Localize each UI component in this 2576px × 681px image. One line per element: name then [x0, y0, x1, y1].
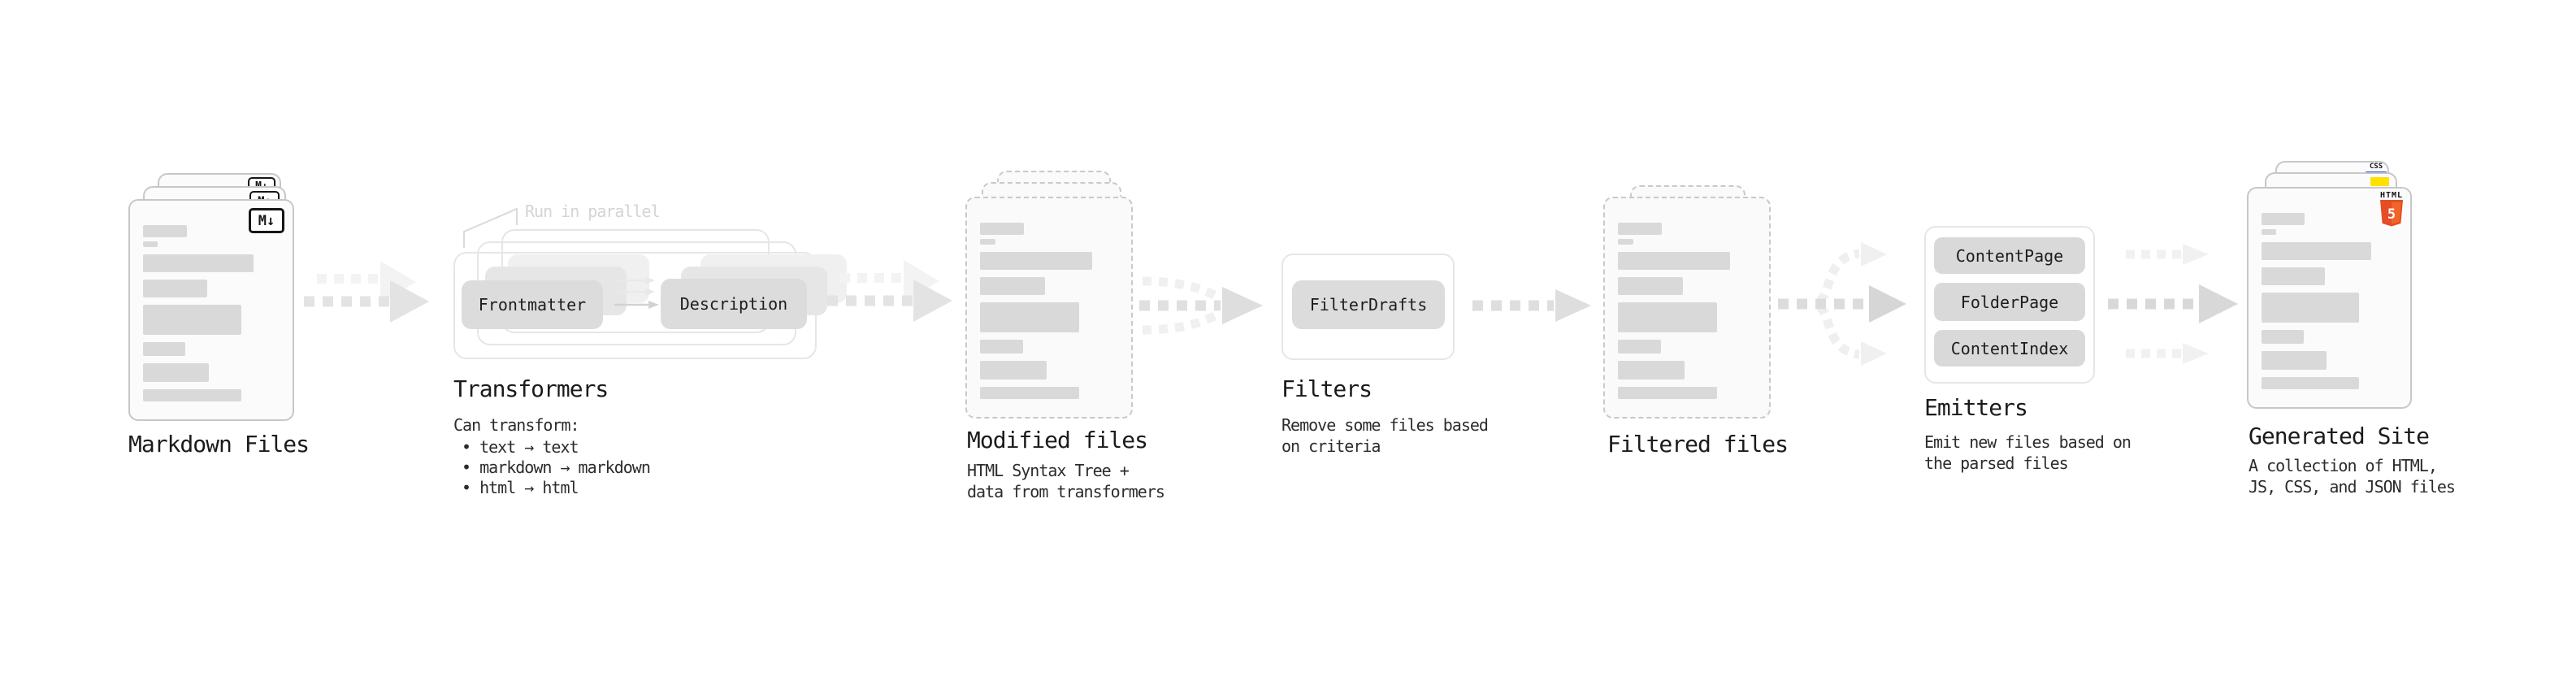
transform-types-list: • text → text • markdown → markdown • ht… [462, 437, 651, 498]
list-item: • markdown → markdown [462, 458, 651, 477]
filtered-doc-front [1603, 197, 1771, 419]
stage-label-emitters: Emitters [1924, 394, 2028, 421]
skeleton-line [143, 363, 209, 382]
html5-icon-label: HTML [2379, 191, 2404, 200]
stage-label-modified-files: Modified files [967, 427, 1148, 453]
stage-label-filters: Filters [1281, 375, 1373, 402]
folderpage-node: FolderPage [1934, 283, 2085, 321]
html5-shield: 5 [2380, 200, 2403, 227]
document-skeleton-lines [2262, 213, 2397, 389]
document-skeleton-lines [1618, 223, 1756, 399]
skeleton-line [143, 389, 241, 401]
skeleton-line [143, 254, 254, 272]
filterdrafts-node: FilterDrafts [1292, 280, 1445, 329]
skeleton-line [2262, 267, 2326, 285]
arrow-modified-to-filters [1139, 276, 1263, 335]
stage-generated-site: CSS HTML 5 Generated Site A collection o… [2247, 161, 2507, 510]
skeleton-line [980, 387, 1080, 399]
arrow-markdown-to-transformers [304, 261, 429, 323]
stage-label-transformers: Transformers [453, 375, 609, 402]
parallel-arrows-icon [614, 276, 659, 309]
skeleton-line [2262, 213, 2305, 225]
stage-label-filtered-files: Filtered files [1607, 431, 1789, 458]
skeleton-line [980, 277, 1045, 295]
skeleton-line [2262, 377, 2360, 389]
html5-icon: HTML 5 [2375, 191, 2408, 231]
arrow-emitters-to-generated [2108, 244, 2238, 364]
transformers-description: Can transform: [453, 415, 580, 436]
skeleton-line [1618, 277, 1683, 295]
skeleton-line [143, 305, 241, 335]
generated-site-description: A collection of HTML, JS, CSS, and JSON … [2249, 456, 2456, 497]
skeleton-line [980, 252, 1092, 270]
skeleton-line [980, 361, 1047, 380]
skeleton-line [2262, 351, 2327, 370]
skeleton-line [980, 239, 995, 245]
run-in-parallel-label: Run in parallel [525, 202, 661, 221]
skeleton-line [2262, 293, 2360, 323]
arrow-filters-to-filtered [1472, 289, 1591, 322]
skeleton-line [143, 280, 207, 297]
skeleton-line [980, 340, 1023, 354]
skeleton-line [1618, 302, 1718, 332]
emitters-description: Emit new files based on the parsed files [1924, 432, 2131, 473]
skeleton-line [2262, 330, 2304, 344]
markdown-doc-front: M↓ [128, 199, 294, 421]
skeleton-line [1618, 361, 1685, 380]
skeleton-line [1618, 252, 1730, 270]
annotation-leader-line [463, 207, 518, 248]
description-node: Description [661, 279, 807, 329]
frontmatter-node: Frontmatter [462, 280, 603, 329]
markdown-icon: M↓ [249, 208, 284, 233]
skeleton-line [980, 223, 1025, 235]
can-transform-heading: Can transform: [453, 415, 580, 435]
svg-text:5: 5 [2387, 206, 2396, 223]
skeleton-line [143, 225, 187, 237]
modified-doc-front [965, 197, 1133, 419]
stage-transformers: Run in parallel Frontmatter Description … [453, 195, 847, 520]
contentindex-node: ContentIndex [1934, 330, 2085, 367]
js-icon [2370, 177, 2389, 186]
stage-modified-files: Modified files HTML Syntax Tree + data f… [965, 171, 1209, 512]
arrow-transformers-to-modified [827, 260, 952, 322]
list-item: • html → html [462, 478, 579, 497]
arrow-filtered-to-emitters [1778, 242, 1906, 366]
skeleton-line [980, 302, 1080, 332]
stage-filtered-files: Filtered files [1603, 185, 1847, 478]
skeleton-line [143, 342, 186, 356]
filters-description: Remove some files based on criteria [1281, 415, 1489, 456]
skeleton-line [143, 241, 158, 247]
filters-card [1281, 254, 1455, 360]
stage-label-markdown-files: Markdown Files [128, 431, 310, 458]
skeleton-line [2262, 242, 2372, 260]
skeleton-line [1618, 239, 1633, 245]
modified-files-description: HTML Syntax Tree + data from transformer… [967, 461, 1165, 501]
stage-filters: FilterDrafts Filters Remove some files b… [1281, 254, 1517, 481]
skeleton-line [1618, 387, 1718, 399]
document-skeleton-lines [143, 225, 280, 401]
stage-emitters: ContentPage FolderPage ContentIndex Emit… [1924, 226, 2160, 486]
skeleton-line [2262, 229, 2277, 235]
stage-label-generated-site: Generated Site [2249, 423, 2430, 449]
contentpage-node: ContentPage [1934, 237, 2085, 274]
css-icon-label: CSS [2369, 163, 2383, 171]
list-item: • text → text [462, 437, 579, 457]
stage-markdown-files: M↓ M↓ M↓ Markdown Files [128, 161, 340, 486]
document-skeleton-lines [980, 223, 1118, 399]
skeleton-line [1618, 223, 1663, 235]
skeleton-line [1618, 340, 1661, 354]
